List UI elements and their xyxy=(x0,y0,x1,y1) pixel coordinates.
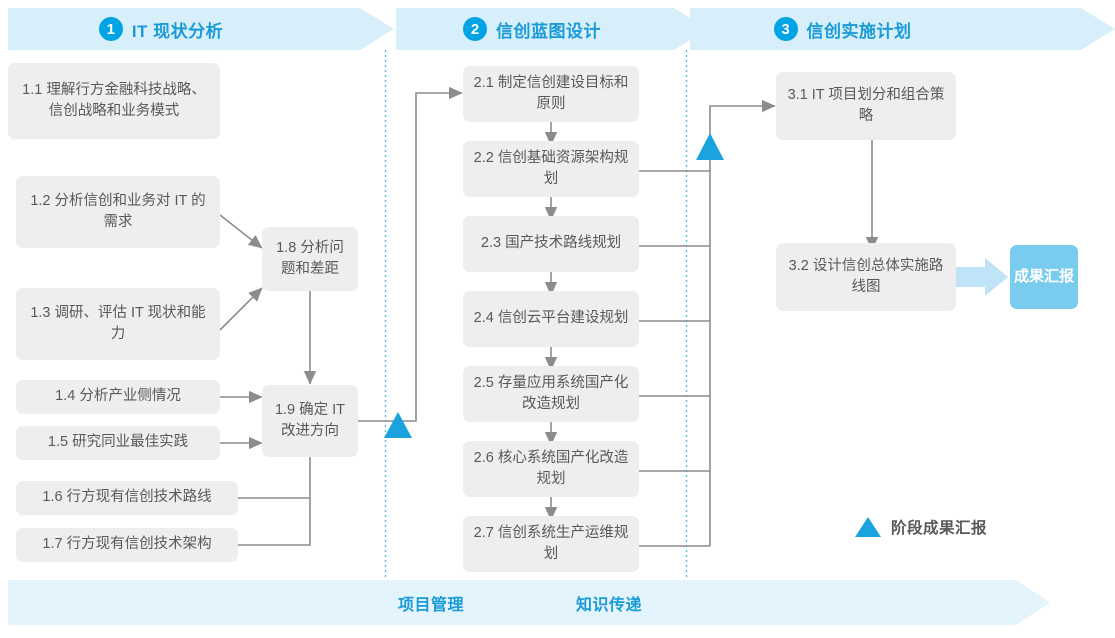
phase-header-3-band xyxy=(690,8,1115,50)
task-box-1-5[interactable]: 1.5 研究同业最佳实践 xyxy=(16,426,220,460)
legend-label: 阶段成果汇报 xyxy=(891,520,988,537)
bottom-band-shape xyxy=(8,580,1050,625)
phase-2-title: 信创蓝图设计 xyxy=(496,21,601,41)
phase-header-2: 2 信创蓝图设计 xyxy=(396,8,708,50)
bottom-label-knowledge-transfer: 知识传递 xyxy=(576,596,643,614)
task-box-2-3[interactable]: 2.3 国产技术路线规划 xyxy=(463,216,639,272)
task-box-1-9[interactable]: 1.9 确定 IT 改进方向 xyxy=(262,385,358,457)
task-box-2-4[interactable]: 2.4 信创云平台建设规划 xyxy=(463,291,639,347)
phase-header-1: 1 IT 现状分析 xyxy=(8,8,394,50)
task-box-1-6[interactable]: 1.6 行方现有信创技术路线 xyxy=(16,481,238,515)
task-box-2-7[interactable]: 2.7 信创系统生产运维规划 xyxy=(463,516,639,572)
result-badge[interactable]: 成果汇报 xyxy=(1010,245,1078,309)
phase-1-number-badge: 1 xyxy=(98,17,123,41)
task-box-3-2[interactable]: 3.2 设计信创总体实施路线图 xyxy=(776,243,956,311)
wire-3-2-to-result xyxy=(955,258,1008,296)
task-box-1-1[interactable]: 1.1 理解行方金融科技战略、信创战略和业务模式 xyxy=(8,63,220,139)
milestone-triangle-phase-1 xyxy=(384,412,412,438)
phase-2-number-badge: 2 xyxy=(463,17,487,41)
task-box-1-4[interactable]: 1.4 分析产业侧情况 xyxy=(16,380,220,414)
milestone-triangle-phase-2 xyxy=(696,133,724,160)
task-box-1-2[interactable]: 1.2 分析信创和业务对 IT 的需求 xyxy=(16,176,220,248)
wire-1-9-to-2-1 xyxy=(358,86,463,422)
bottom-band: 项目管理 知识传递 xyxy=(8,580,1050,625)
result-arrow-icon xyxy=(955,258,1008,296)
phase-header-1-band xyxy=(8,8,394,50)
wire-bus-to-3-1 xyxy=(709,99,776,546)
task-box-1-3[interactable]: 1.3 调研、评估 IT 现状和能力 xyxy=(16,288,220,360)
wire-1-3-to-1-8 xyxy=(219,287,263,331)
task-box-2-5[interactable]: 2.5 存量应用系统国产化改造规划 xyxy=(463,366,639,422)
phase-3-number-badge: 3 xyxy=(773,17,798,41)
task-box-2-1[interactable]: 2.1 制定信创建设目标和原则 xyxy=(463,66,639,122)
phase-header-2-band xyxy=(396,8,708,50)
wire-1-7-to-1-9 xyxy=(238,498,311,546)
bottom-label-project-management: 项目管理 xyxy=(398,596,465,614)
phase-header-3: 3 信创实施计划 xyxy=(690,8,1115,50)
task-box-1-8[interactable]: 1.8 分析问题和差距 xyxy=(262,227,358,291)
phase-3-title: 信创实施计划 xyxy=(806,21,912,41)
wire-1-2-to-1-8 xyxy=(219,214,263,249)
task-box-2-2[interactable]: 2.2 信创基础资源架构规划 xyxy=(463,141,639,197)
phase-1-title: IT 现状分析 xyxy=(131,21,224,41)
task-box-1-7[interactable]: 1.7 行方现有信创技术架构 xyxy=(16,528,238,562)
legend: 阶段成果汇报 xyxy=(855,516,987,538)
task-box-3-1[interactable]: 3.1 IT 项目划分和组合策略 xyxy=(776,72,956,140)
milestone-triangle-icon xyxy=(855,517,881,537)
task-box-2-6[interactable]: 2.6 核心系统国产化改造规划 xyxy=(463,441,639,497)
